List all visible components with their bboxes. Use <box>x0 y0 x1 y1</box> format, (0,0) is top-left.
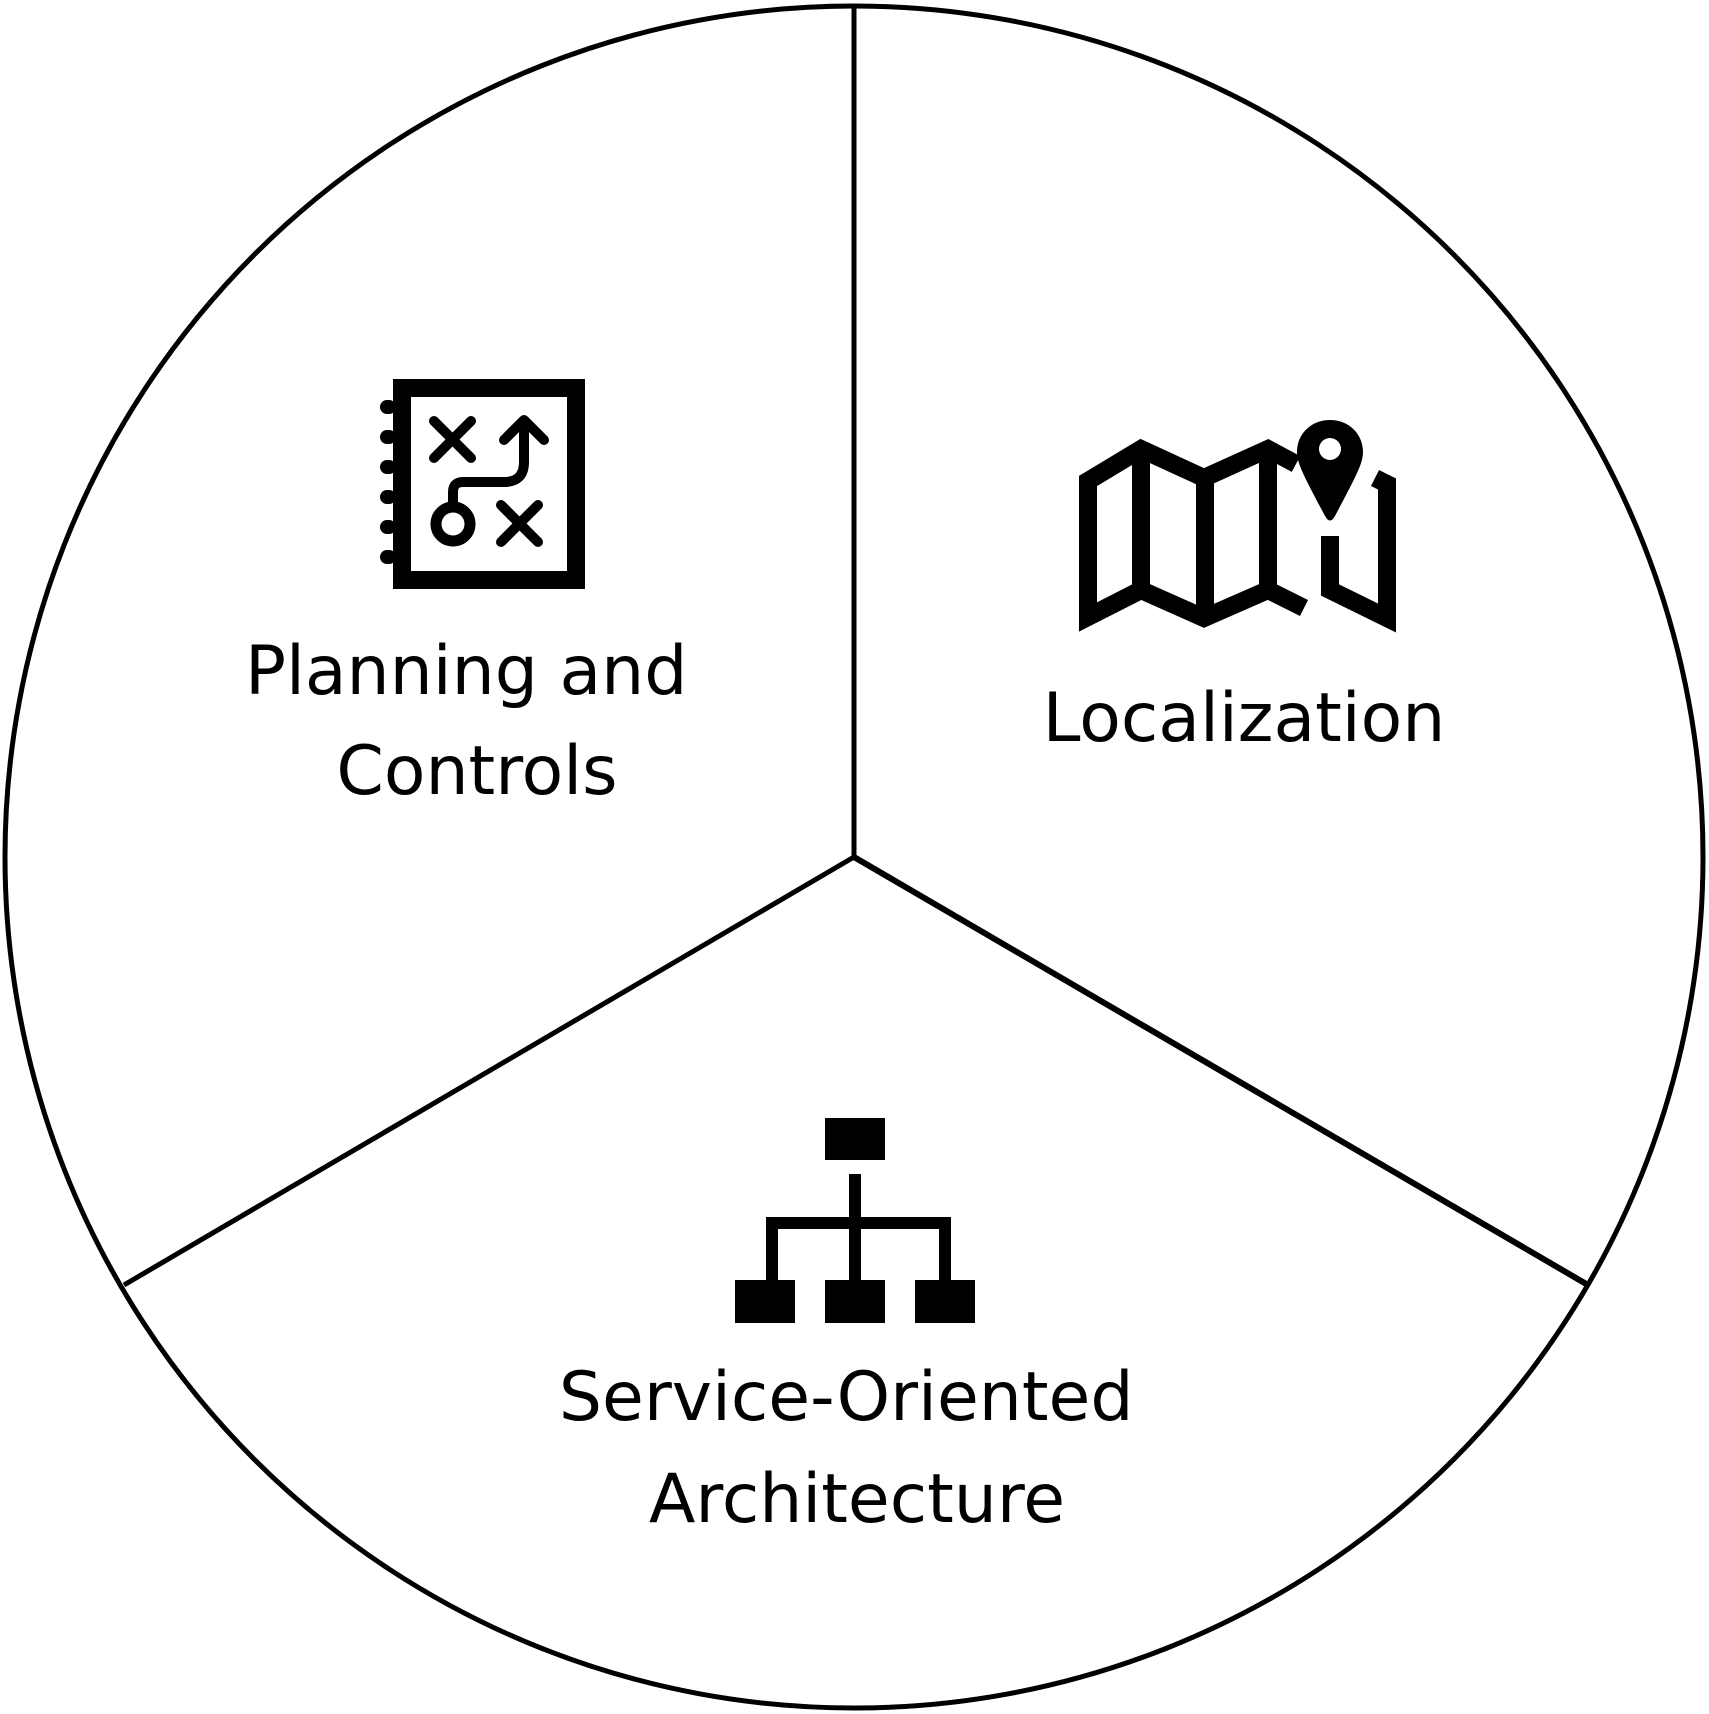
planning-and-controls-label-line-1: Planning and <box>245 632 687 711</box>
divider-lower-left <box>122 854 856 1288</box>
planning-and-controls-label: Planning and Controls <box>245 632 709 811</box>
localization-label-line-1: Localization <box>1043 679 1446 758</box>
map-pin-icon <box>1079 420 1396 633</box>
hierarchy-icon <box>735 1118 975 1323</box>
service-oriented-architecture-label-line-1: Service-Oriented <box>559 1358 1134 1437</box>
service-oriented-architecture-label-line-2: Architecture <box>649 1460 1065 1539</box>
segment-service-oriented-architecture: Service-Oriented Architecture <box>559 1118 1155 1539</box>
segment-localization: Localization <box>1043 420 1446 758</box>
localization-label: Localization <box>1043 679 1446 758</box>
planning-and-controls-label-line-2: Controls <box>336 732 617 811</box>
strategy-playbook-icon <box>380 379 585 589</box>
segment-planning-and-controls: Planning and Controls <box>245 379 709 811</box>
service-oriented-architecture-label: Service-Oriented Architecture <box>559 1358 1155 1539</box>
divider-lower-right <box>852 854 1590 1288</box>
